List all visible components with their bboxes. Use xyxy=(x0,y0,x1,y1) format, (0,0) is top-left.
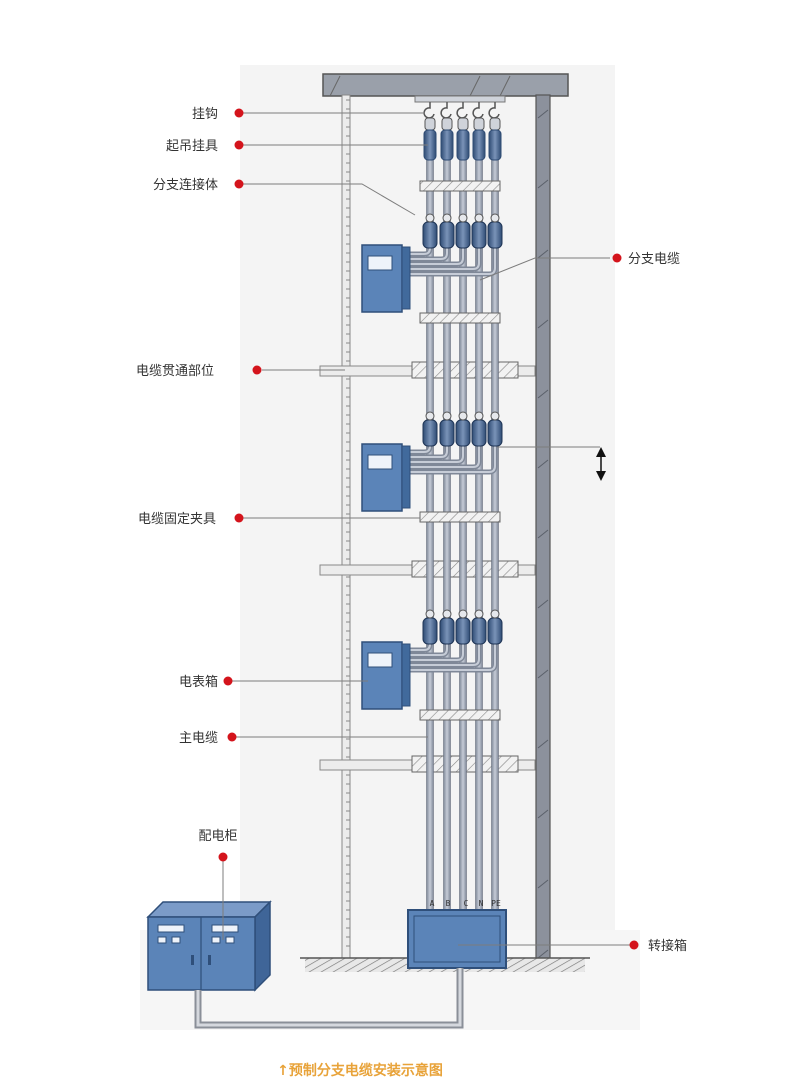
branch-groups xyxy=(410,213,503,673)
branch-connector-1-5 xyxy=(487,221,503,249)
phase-labels: A B C N PE xyxy=(430,899,501,908)
label-lifting-fixture: 起吊挂具 xyxy=(166,139,218,154)
cable-clamp-1 xyxy=(419,180,501,192)
cable-clamp-3 xyxy=(419,511,501,523)
hook-bar xyxy=(414,95,506,103)
phase-label-4: N xyxy=(479,899,484,908)
label-junction-box: 转接箱 xyxy=(648,938,687,954)
branch-connector-2-4 xyxy=(471,419,487,447)
lifting-fixture-5 xyxy=(488,129,502,161)
branch-connector-2-3 xyxy=(455,419,471,447)
label-main-cable: 主电缆 xyxy=(179,730,218,746)
branch-connector-2-2 xyxy=(439,419,455,447)
branch-connector-3-4 xyxy=(471,617,487,645)
branch-connector-3-2 xyxy=(439,617,455,645)
phase-label-5: PE xyxy=(491,899,501,908)
branch-connector-3-5 xyxy=(487,617,503,645)
phase-label-2: B xyxy=(446,899,451,908)
branch-connector-1-3 xyxy=(455,221,471,249)
distribution-cabinet xyxy=(146,900,272,992)
label-meter-box: 电表箱 xyxy=(179,674,218,690)
height-arrow xyxy=(596,447,606,481)
leader-lines xyxy=(222,112,630,946)
right-wall-hatch xyxy=(537,109,549,959)
left-rail xyxy=(341,94,351,961)
ceiling-hatch xyxy=(329,75,511,97)
label-cable-penetration: 电缆贯通部位 xyxy=(136,363,214,379)
lifting-fixture-3 xyxy=(456,129,470,161)
meter-box-3 xyxy=(361,641,411,710)
lifting-fixture-4 xyxy=(472,129,486,161)
hook-2 xyxy=(440,102,452,119)
hook-4 xyxy=(472,102,484,119)
branch-group-2 xyxy=(410,411,503,475)
branch-connector-1-4 xyxy=(471,221,487,249)
phase-label-3: C xyxy=(464,899,469,908)
figure-caption: ↑预制分支电缆安装示意图 xyxy=(277,1062,443,1079)
label-cable-clamp: 电缆固定夹具 xyxy=(138,511,216,527)
branch-connector-2-5 xyxy=(487,419,503,447)
ceiling-beam xyxy=(322,73,569,97)
meter-box-2 xyxy=(361,443,411,512)
branch-connector-1-2 xyxy=(439,221,455,249)
cable-clamp-4 xyxy=(419,709,501,721)
branch-group-1 xyxy=(410,213,503,277)
label-distribution-cabinet: 配电柜 xyxy=(198,829,237,844)
label-branch-cable: 分支电缆 xyxy=(628,251,680,267)
branch-group-3 xyxy=(410,609,503,673)
label-dots xyxy=(218,108,639,950)
meter-box-1 xyxy=(361,244,411,313)
branch-connector-3-1 xyxy=(422,617,438,645)
hook-1 xyxy=(423,102,435,119)
hook-3 xyxy=(456,102,468,119)
label-hook: 挂钩 xyxy=(192,107,218,122)
branch-connector-1-1 xyxy=(422,221,438,249)
phase-label-1: A xyxy=(430,899,435,908)
branch-connector-2-1 xyxy=(422,419,438,447)
cable-clamp-2 xyxy=(419,312,501,324)
branch-connector-3-3 xyxy=(455,617,471,645)
hooks xyxy=(423,102,502,161)
label-branch-connector: 分支连接体 xyxy=(153,177,218,193)
left-rail-ticks xyxy=(346,99,350,947)
junction-box xyxy=(407,909,507,969)
lifting-fixture-2 xyxy=(440,129,454,161)
hook-5 xyxy=(488,102,500,119)
